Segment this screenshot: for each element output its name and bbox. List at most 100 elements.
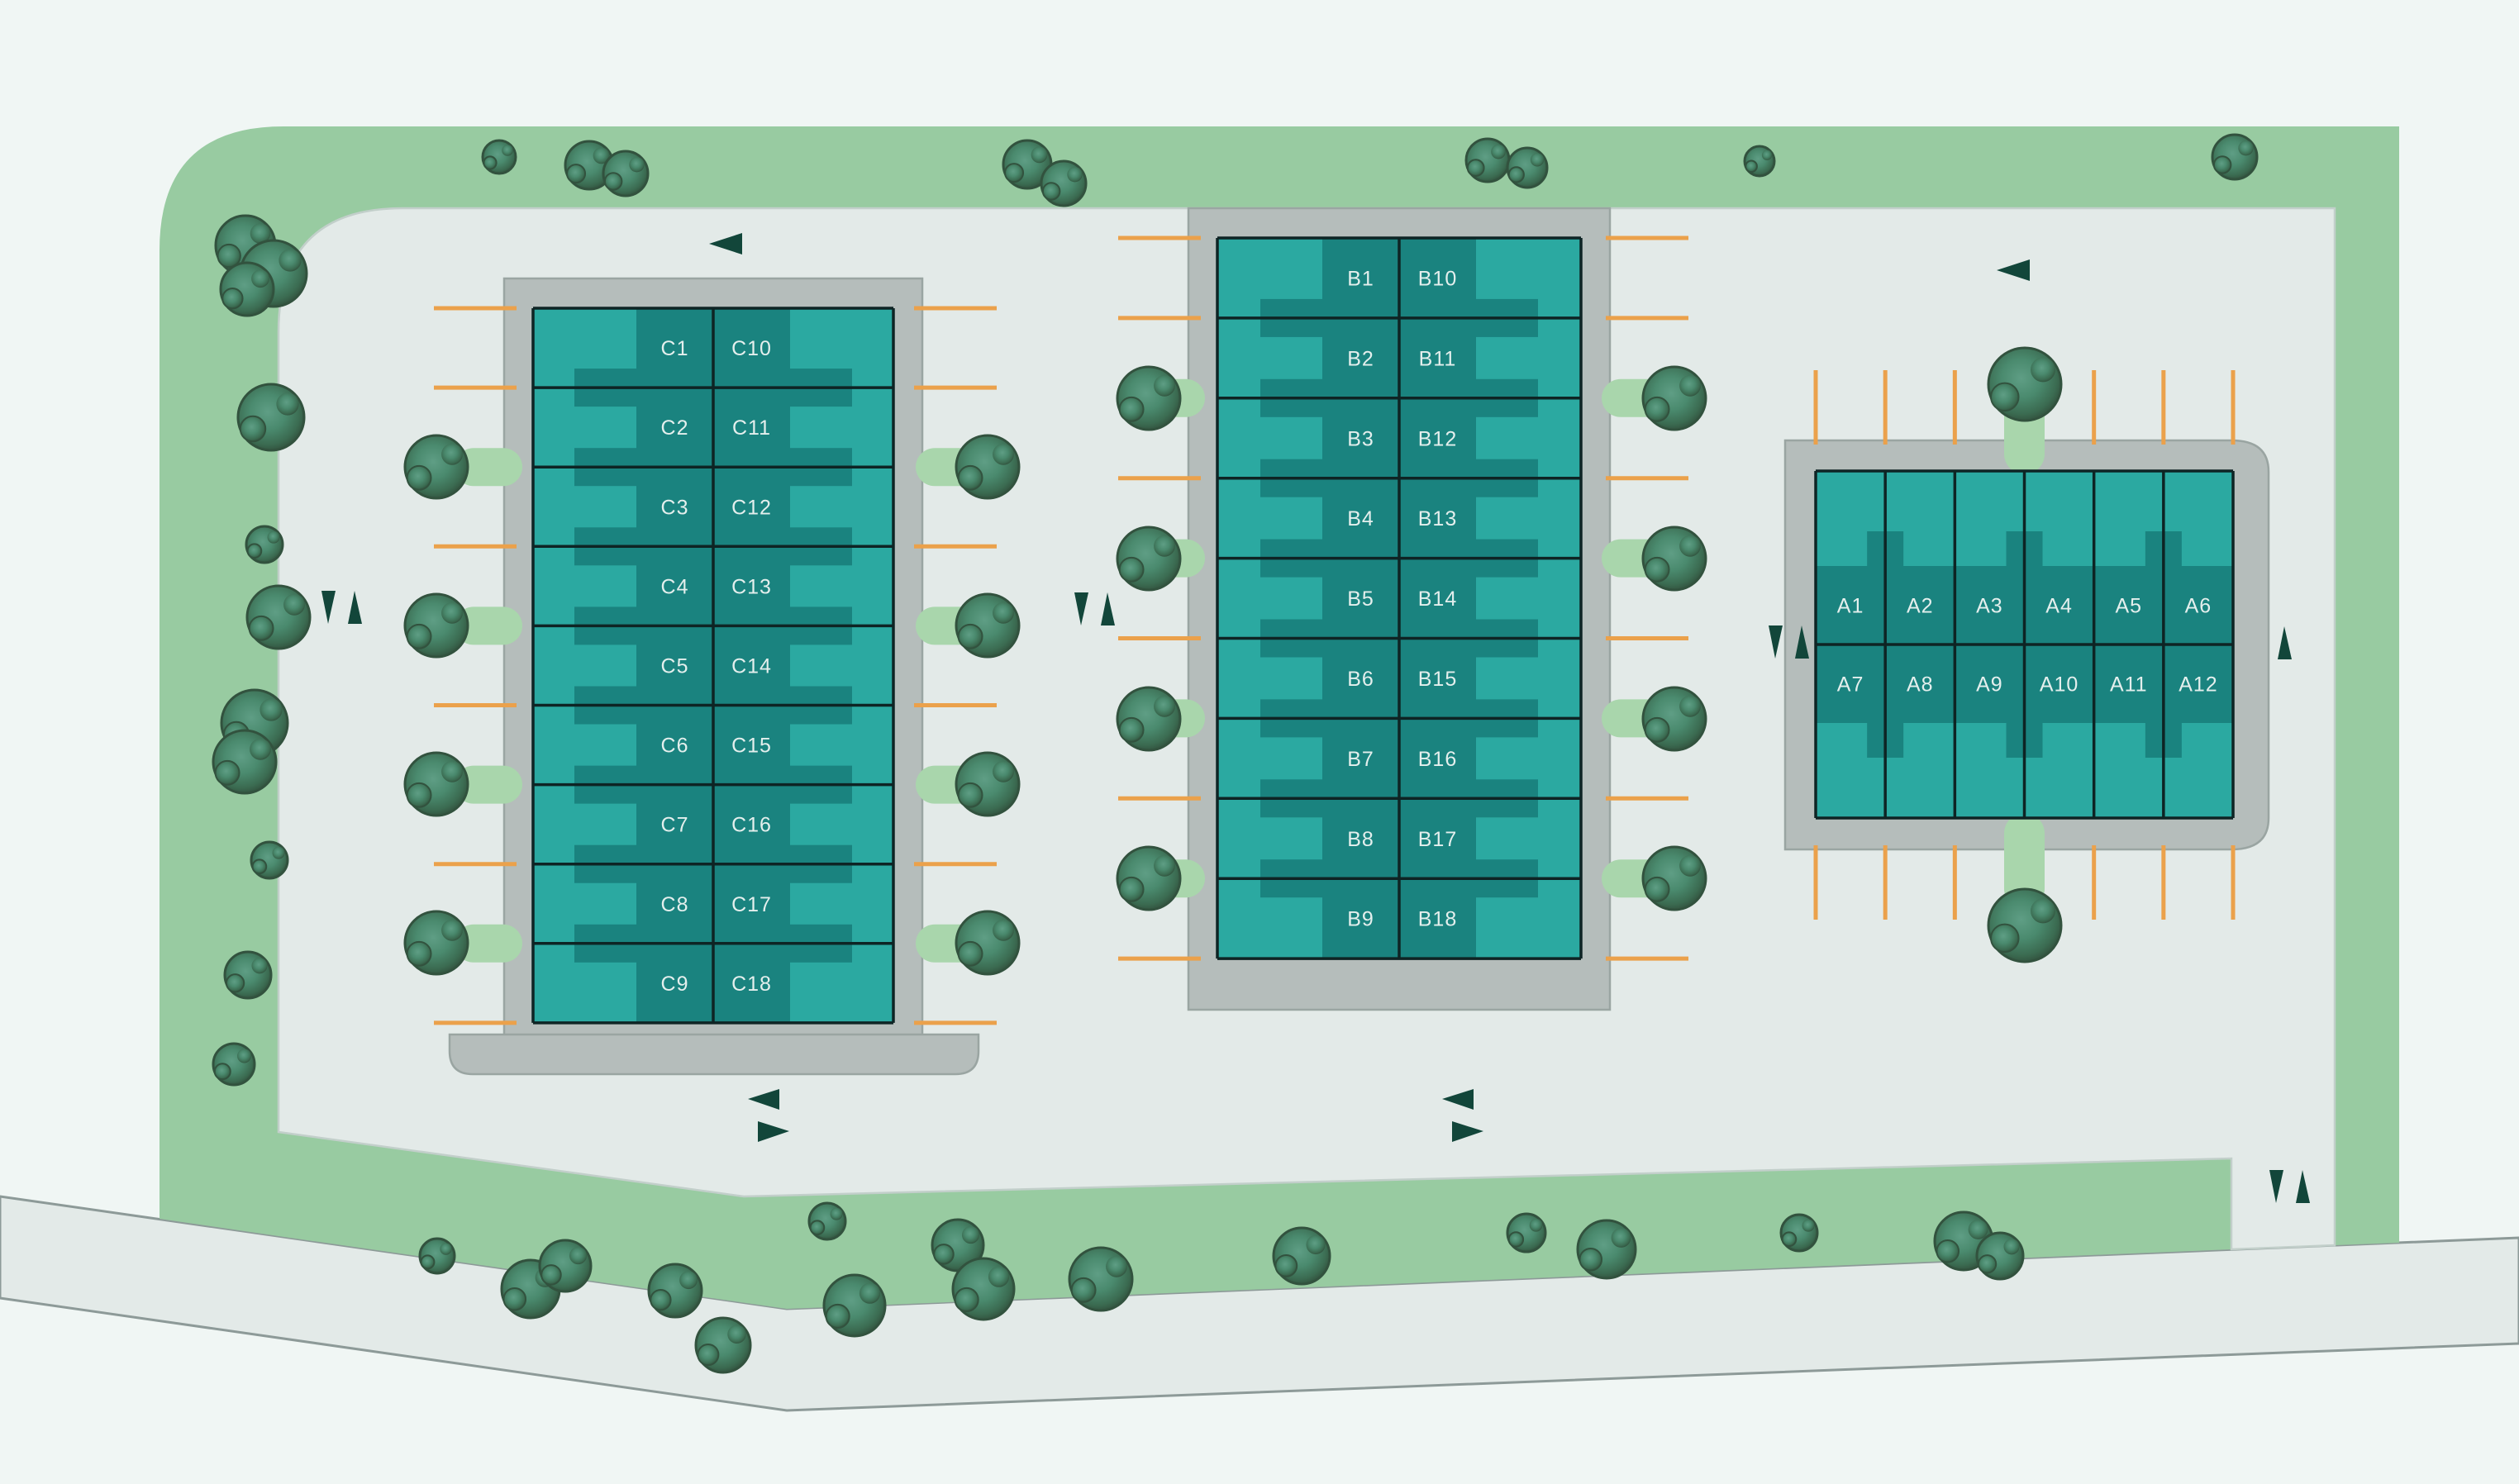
tree-icon bbox=[236, 383, 306, 452]
tree-icon bbox=[1576, 1219, 1637, 1280]
unit-B9[interactable]: B9 bbox=[1217, 878, 1399, 958]
tree-icon bbox=[1987, 887, 2063, 963]
tree-icon bbox=[250, 840, 289, 880]
unit-C18[interactable]: C18 bbox=[713, 944, 893, 1023]
unit-C14[interactable]: C14 bbox=[713, 625, 893, 705]
unit-C13[interactable]: C13 bbox=[713, 546, 893, 625]
unit-label: C4 bbox=[661, 575, 689, 598]
unit-A10[interactable]: A10 bbox=[2025, 644, 2094, 818]
unit-B5[interactable]: B5 bbox=[1217, 559, 1399, 639]
unit-B3[interactable]: B3 bbox=[1217, 398, 1399, 478]
traffic-arrow-down-icon bbox=[2269, 1170, 2283, 1203]
unit-B14[interactable]: B14 bbox=[1399, 559, 1581, 639]
unit-label: B12 bbox=[1418, 427, 1457, 450]
unit-label: C13 bbox=[731, 575, 772, 598]
unit-A8[interactable]: A8 bbox=[1885, 644, 1955, 818]
tree-icon bbox=[2211, 133, 2259, 181]
unit-C3[interactable]: C3 bbox=[533, 467, 713, 546]
unit-A1[interactable]: A1 bbox=[1816, 471, 1885, 644]
tree-icon bbox=[1068, 1246, 1134, 1312]
tree-icon bbox=[822, 1273, 887, 1338]
unit-A7[interactable]: A7 bbox=[1816, 644, 1885, 818]
unit-label: A4 bbox=[2045, 595, 2073, 618]
unit-label: C18 bbox=[731, 973, 772, 996]
unit-B8[interactable]: B8 bbox=[1217, 798, 1399, 878]
unit-label: C8 bbox=[661, 893, 689, 916]
tree-icon bbox=[1116, 526, 1182, 592]
unit-C8[interactable]: C8 bbox=[533, 864, 713, 944]
unit-B16[interactable]: B16 bbox=[1399, 718, 1581, 798]
planter bbox=[455, 765, 522, 804]
unit-C6[interactable]: C6 bbox=[533, 706, 713, 785]
unit-C10[interactable]: C10 bbox=[713, 308, 893, 388]
tree-icon bbox=[647, 1263, 703, 1319]
trees bbox=[212, 133, 2259, 1374]
unit-C15[interactable]: C15 bbox=[713, 706, 893, 785]
unit-label: B6 bbox=[1347, 668, 1374, 691]
unit-B6[interactable]: B6 bbox=[1217, 639, 1399, 719]
unit-label: B18 bbox=[1418, 908, 1457, 931]
unit-B17[interactable]: B17 bbox=[1399, 798, 1581, 878]
unit-B11[interactable]: B11 bbox=[1399, 318, 1581, 398]
unit-B4[interactable]: B4 bbox=[1217, 478, 1399, 559]
buildings: C1C2C3C4C5C6C7C8C9C10C11C12C13C14C15C16C… bbox=[531, 236, 2235, 1025]
unit-C7[interactable]: C7 bbox=[533, 785, 713, 864]
planter bbox=[455, 448, 522, 487]
unit-C1[interactable]: C1 bbox=[533, 308, 713, 388]
tree-icon bbox=[1506, 1212, 1547, 1253]
tree-icon bbox=[1641, 686, 1707, 752]
unit-label: A10 bbox=[2040, 673, 2079, 697]
traffic-arrow-down-icon bbox=[1769, 625, 1783, 659]
tree-icon bbox=[1779, 1213, 1819, 1253]
tree-icon bbox=[212, 1042, 256, 1087]
unit-B1[interactable]: B1 bbox=[1217, 238, 1399, 318]
traffic-arrow-right-icon bbox=[758, 1121, 789, 1142]
unit-label: A1 bbox=[1837, 595, 1864, 618]
unit-C16[interactable]: C16 bbox=[713, 785, 893, 864]
unit-B18[interactable]: B18 bbox=[1399, 878, 1581, 958]
unit-label: B5 bbox=[1347, 587, 1374, 611]
unit-label: C15 bbox=[731, 735, 772, 758]
unit-C12[interactable]: C12 bbox=[713, 467, 893, 546]
parking-stall-markers bbox=[434, 235, 2236, 1025]
unit-C4[interactable]: C4 bbox=[533, 546, 713, 625]
unit-C17[interactable]: C17 bbox=[713, 864, 893, 944]
unit-A11[interactable]: A11 bbox=[2094, 644, 2164, 818]
unit-A3[interactable]: A3 bbox=[1955, 471, 2024, 644]
tree-icon bbox=[1975, 1231, 2025, 1281]
unit-A9[interactable]: A9 bbox=[1955, 644, 2024, 818]
unit-B15[interactable]: B15 bbox=[1399, 639, 1581, 719]
unit-A5[interactable]: A5 bbox=[2094, 471, 2164, 644]
unit-label: B15 bbox=[1418, 668, 1457, 691]
tree-icon bbox=[403, 434, 469, 500]
unit-label: A7 bbox=[1837, 673, 1864, 697]
building-b: B1B2B3B4B5B6B7B8B9B10B11B12B13B14B15B16B… bbox=[1216, 236, 1583, 960]
unit-label: C5 bbox=[661, 654, 689, 678]
unit-C9[interactable]: C9 bbox=[533, 944, 713, 1023]
unit-B7[interactable]: B7 bbox=[1217, 718, 1399, 798]
traffic-arrow-left-icon bbox=[748, 1089, 779, 1110]
unit-label: A6 bbox=[2185, 595, 2212, 618]
unit-B12[interactable]: B12 bbox=[1399, 398, 1581, 478]
tree-icon bbox=[212, 729, 278, 795]
unit-label: C1 bbox=[661, 337, 689, 360]
unit-B13[interactable]: B13 bbox=[1399, 478, 1581, 559]
unit-C5[interactable]: C5 bbox=[533, 625, 713, 705]
unit-B10[interactable]: B10 bbox=[1399, 238, 1581, 318]
planter bbox=[2004, 813, 2045, 909]
unit-label: B9 bbox=[1347, 908, 1374, 931]
tree-icon bbox=[955, 592, 1021, 659]
unit-C2[interactable]: C2 bbox=[533, 388, 713, 467]
unit-A4[interactable]: A4 bbox=[2025, 471, 2094, 644]
unit-A2[interactable]: A2 bbox=[1885, 471, 1955, 644]
unit-B2[interactable]: B2 bbox=[1217, 318, 1399, 398]
tree-icon bbox=[1116, 686, 1182, 752]
unit-C11[interactable]: C11 bbox=[713, 388, 893, 467]
unit-A6[interactable]: A6 bbox=[2164, 471, 2233, 644]
traffic-arrow-up-icon bbox=[2278, 626, 2292, 659]
tree-icon bbox=[955, 751, 1021, 817]
unit-A12[interactable]: A12 bbox=[2164, 644, 2233, 818]
tree-icon bbox=[694, 1316, 752, 1374]
